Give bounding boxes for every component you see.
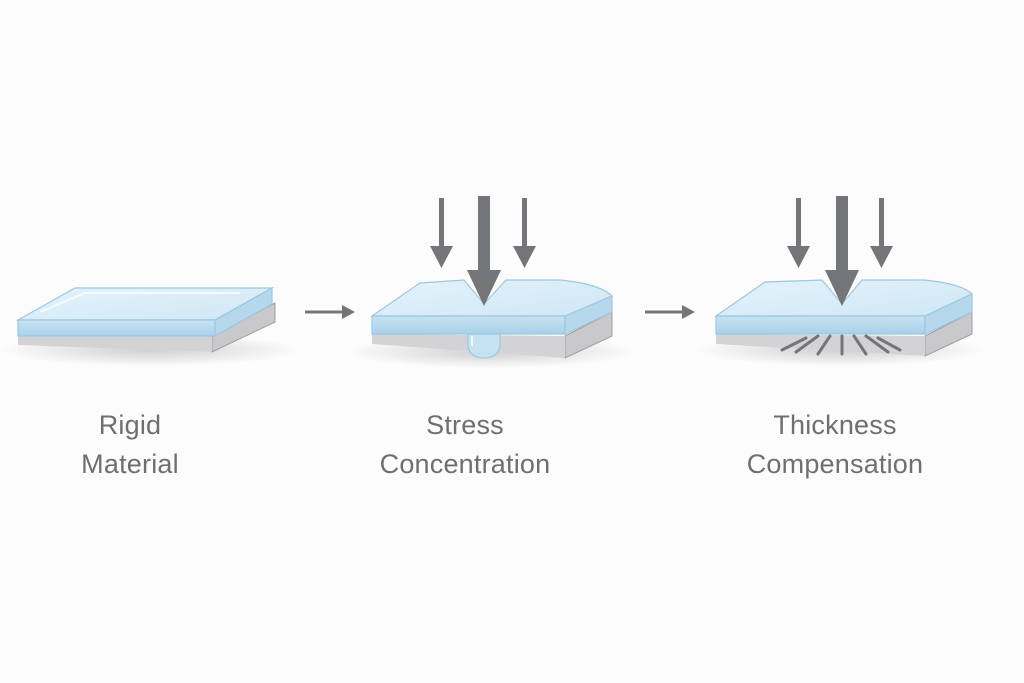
plate-side — [564, 295, 613, 335]
distribution-arrow — [864, 334, 890, 354]
force-arrow-right — [513, 198, 536, 268]
force-arrow-right — [870, 198, 893, 268]
stage-label-stress-concentration: Stress Concentration — [330, 406, 600, 484]
compensation-plate-illustration — [695, 279, 985, 366]
stage-label-line: Concentration — [379, 449, 551, 479]
force-arrow-center — [825, 196, 859, 306]
stress-force-arrows — [430, 196, 536, 306]
stage-label-line: Rigid — [98, 410, 162, 440]
plate-side — [924, 293, 973, 335]
plate-base-front — [18, 335, 212, 352]
stress-plate-illustration — [345, 279, 635, 368]
stage-label-line: Material — [81, 449, 179, 479]
plate-front — [371, 315, 566, 335]
stage-label-rigid-material: Rigid Material — [20, 406, 240, 484]
distribution-arrow — [794, 334, 820, 354]
process-arrow-2 — [645, 305, 695, 319]
distribution-arrow — [852, 334, 868, 356]
distribution-arrow — [816, 334, 832, 356]
process-arrow-1 — [305, 305, 355, 319]
stress-bulge — [467, 333, 501, 359]
stage-label-line: Stress — [426, 410, 504, 440]
plate-front — [17, 319, 216, 337]
stress-distribution-arrows — [780, 334, 902, 356]
stage-label-line: Thickness — [773, 410, 897, 440]
plate-side — [214, 286, 273, 338]
distribution-arrow — [876, 336, 902, 352]
compensation-force-arrows — [787, 196, 893, 306]
stage-label-line: Compensation — [746, 449, 924, 479]
plate-front — [715, 315, 926, 335]
distribution-arrow — [780, 336, 808, 352]
plate-highlight — [39, 292, 240, 313]
force-arrow-center — [467, 196, 501, 306]
stage-label-thickness-compensation: Thickness Compensation — [700, 406, 970, 484]
force-arrow-left — [787, 198, 810, 268]
rigid-plate-illustration — [0, 286, 300, 366]
force-arrow-left — [430, 198, 453, 268]
